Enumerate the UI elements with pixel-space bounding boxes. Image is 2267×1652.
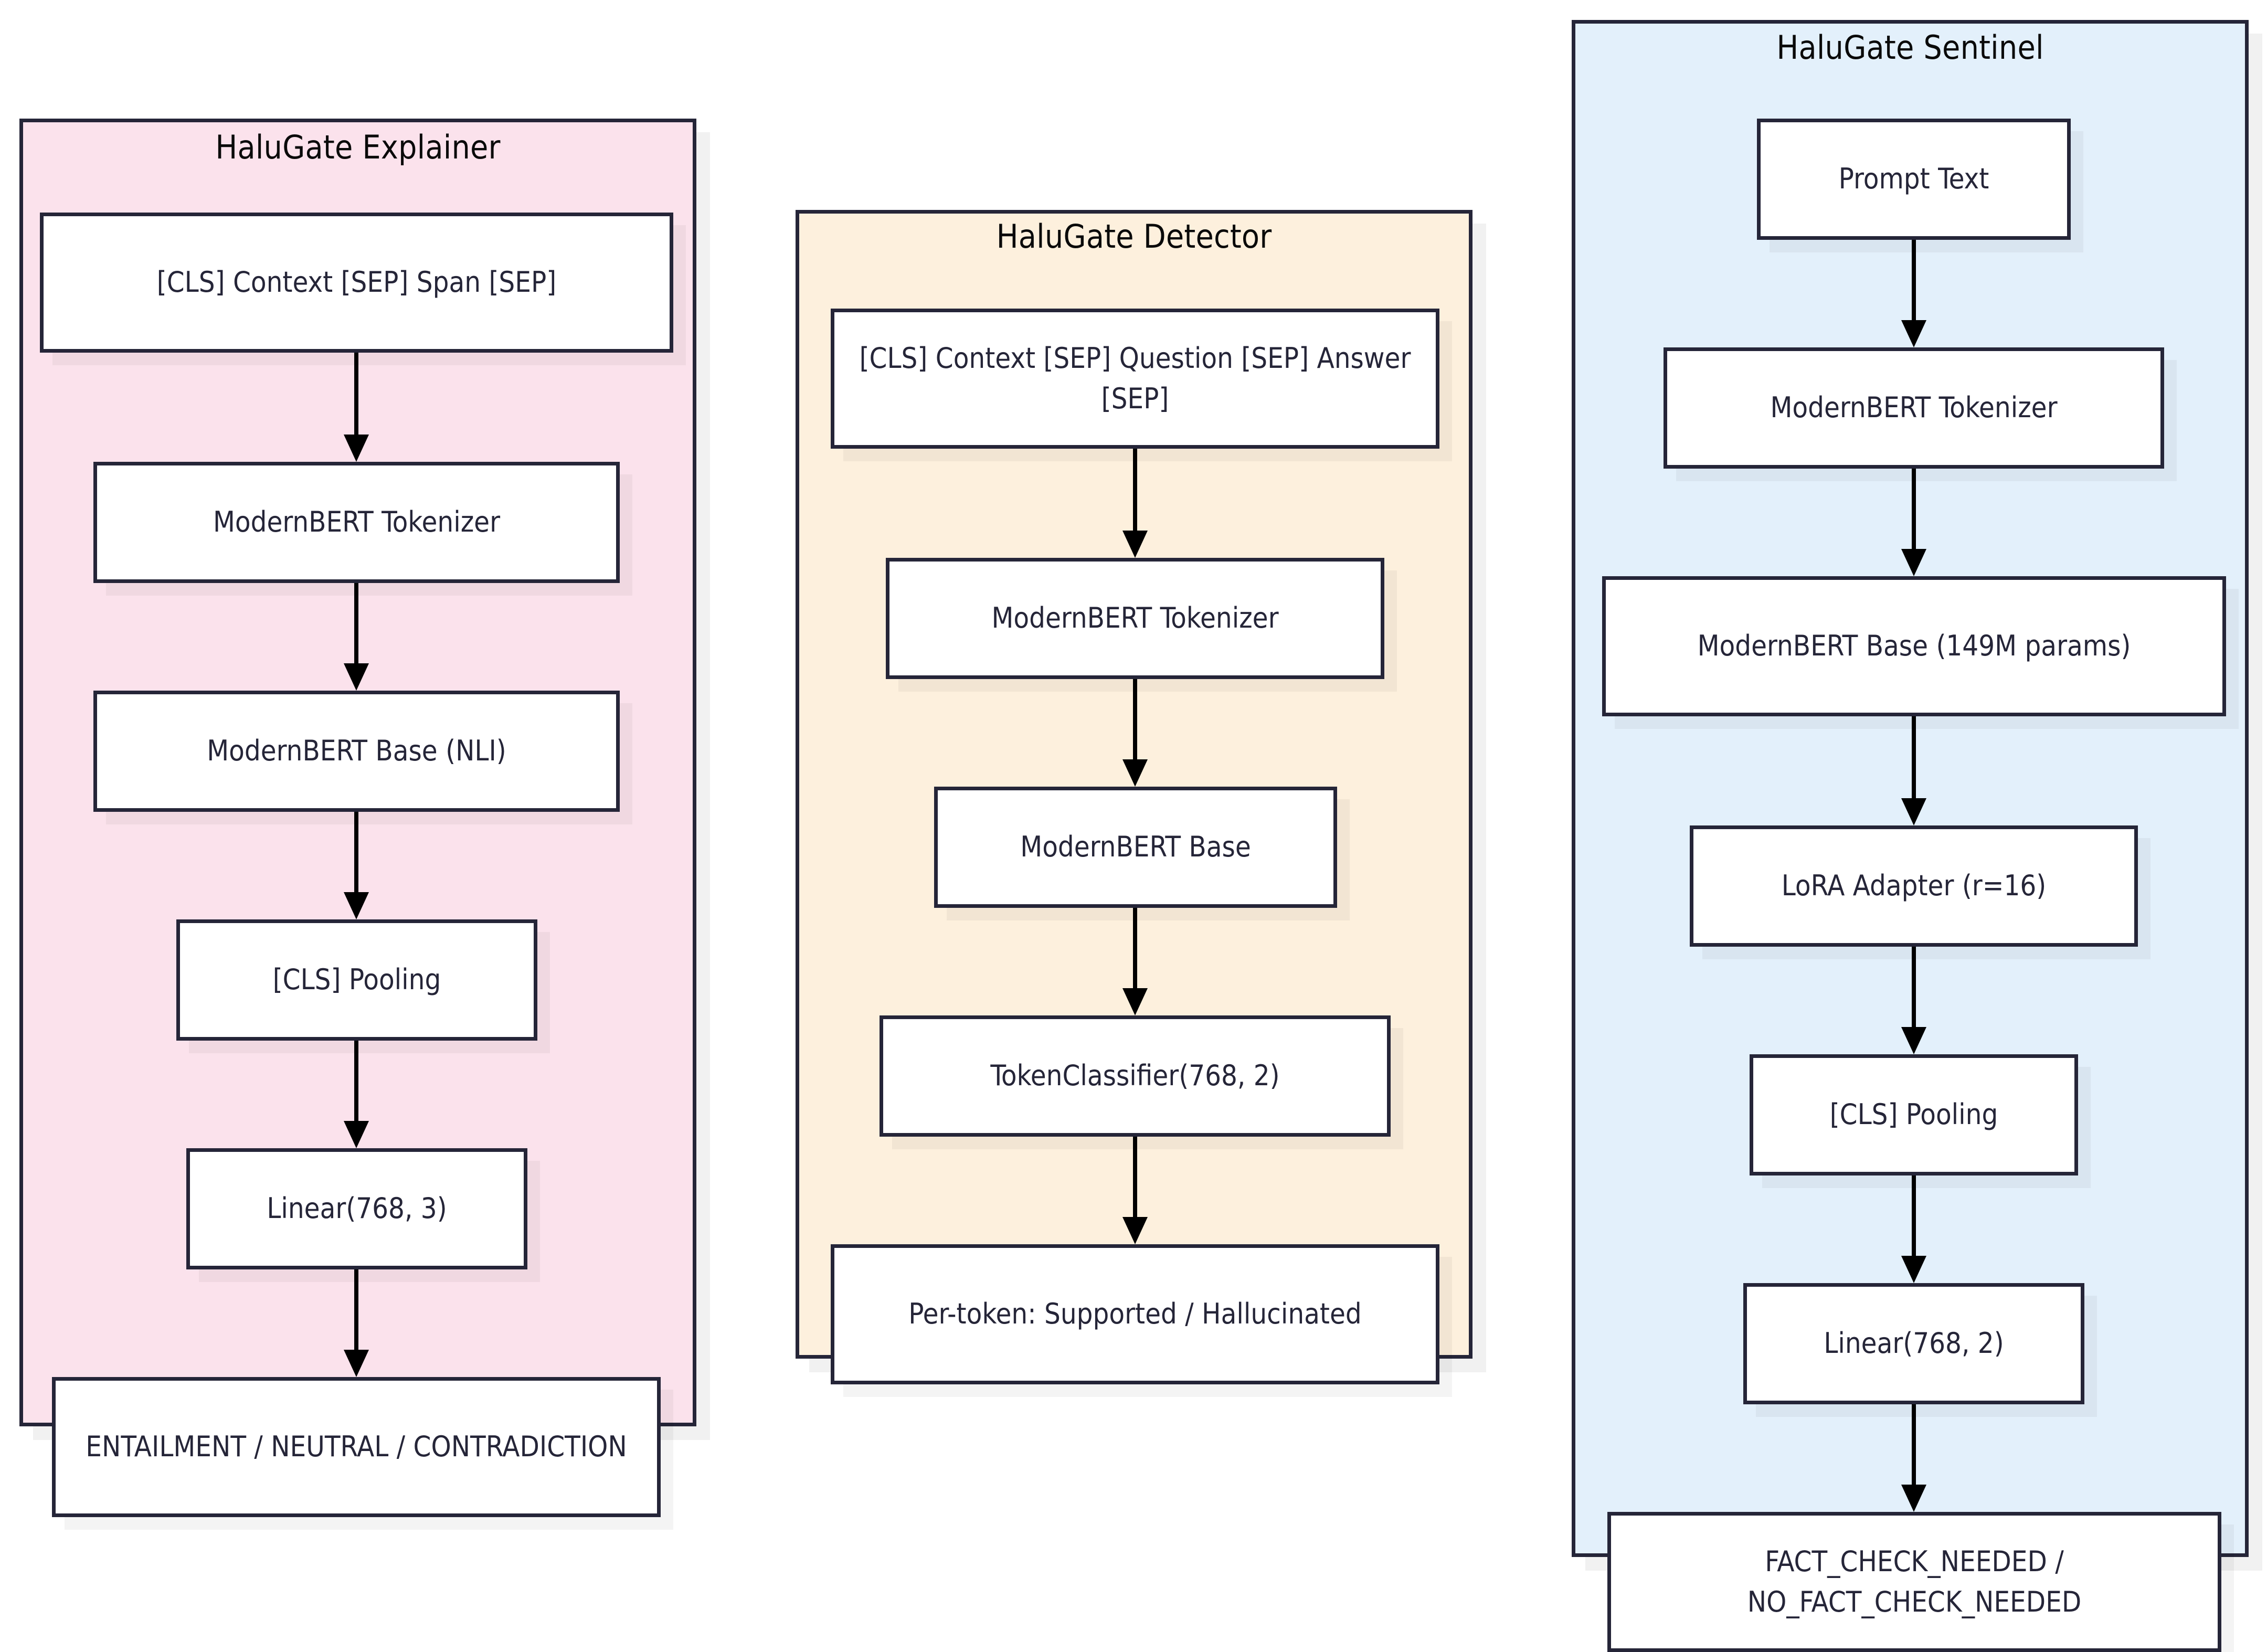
node-label: LoRA Adapter (r=16) xyxy=(1781,869,2047,903)
node-label: [CLS] Context [SEP] Span [SEP] xyxy=(156,266,557,299)
node-det-output[interactable]: Per-token: Supported / Hallucinated xyxy=(831,1244,1439,1384)
node-det-input[interactable]: [CLS] Context [SEP] Question [SEP] Answe… xyxy=(831,309,1439,449)
node-det-tokenizer[interactable]: ModernBERT Tokenizer xyxy=(886,558,1384,679)
subgraph-title-detector: HaluGate Detector xyxy=(996,217,1272,256)
node-sen-pooling[interactable]: [CLS] Pooling xyxy=(1750,1054,2078,1176)
node-exp-pooling[interactable]: [CLS] Pooling xyxy=(176,919,537,1041)
node-label: FACT_CHECK_NEEDED / NO_FACT_CHECK_NEEDED xyxy=(1747,1544,2082,1618)
node-label: [CLS] Pooling xyxy=(1829,1098,1998,1131)
node-label: Per-token: Supported / Hallucinated xyxy=(908,1297,1362,1331)
node-exp-linear[interactable]: Linear(768, 3) xyxy=(186,1148,527,1269)
node-label: Linear(768, 2) xyxy=(1824,1327,2004,1360)
node-label: ModernBERT Base xyxy=(1020,830,1251,864)
node-label: ModernBERT Tokenizer xyxy=(213,505,501,539)
node-label: [CLS] Pooling xyxy=(272,963,441,997)
node-sen-tokenizer[interactable]: ModernBERT Tokenizer xyxy=(1664,347,2164,469)
node-sen-base[interactable]: ModernBERT Base (149M params) xyxy=(1602,576,2226,716)
subgraph-title-sentinel: HaluGate Sentinel xyxy=(1776,28,2044,67)
node-label: ModernBERT Tokenizer xyxy=(1770,391,2058,425)
node-sen-output[interactable]: FACT_CHECK_NEEDED / NO_FACT_CHECK_NEEDED xyxy=(1607,1512,2221,1652)
node-label: ModernBERT Tokenizer xyxy=(991,601,1279,635)
node-label: ModernBERT Base (NLI) xyxy=(207,734,506,768)
node-label: Linear(768, 3) xyxy=(267,1192,447,1225)
node-label: TokenClassifier(768, 2) xyxy=(990,1059,1280,1093)
node-exp-tokenizer[interactable]: ModernBERT Tokenizer xyxy=(93,462,620,583)
node-sen-lora[interactable]: LoRA Adapter (r=16) xyxy=(1690,825,2138,947)
node-sen-input[interactable]: Prompt Text xyxy=(1757,119,2071,240)
node-exp-base[interactable]: ModernBERT Base (NLI) xyxy=(93,691,620,812)
node-label: ModernBERT Base (149M params) xyxy=(1697,629,2131,663)
node-exp-output[interactable]: ENTAILMENT / NEUTRAL / CONTRADICTION xyxy=(52,1377,661,1517)
node-label: Prompt Text xyxy=(1838,162,1989,196)
node-sen-linear[interactable]: Linear(768, 2) xyxy=(1743,1283,2084,1404)
subgraph-title-explainer: HaluGate Explainer xyxy=(215,128,501,166)
node-det-head[interactable]: TokenClassifier(768, 2) xyxy=(880,1015,1391,1137)
node-label: ENTAILMENT / NEUTRAL / CONTRADICTION xyxy=(86,1430,627,1464)
node-exp-input[interactable]: [CLS] Context [SEP] Span [SEP] xyxy=(40,213,673,353)
node-det-base[interactable]: ModernBERT Base xyxy=(934,787,1337,908)
node-label: [CLS] Context [SEP] Question [SEP] Answe… xyxy=(859,341,1411,415)
